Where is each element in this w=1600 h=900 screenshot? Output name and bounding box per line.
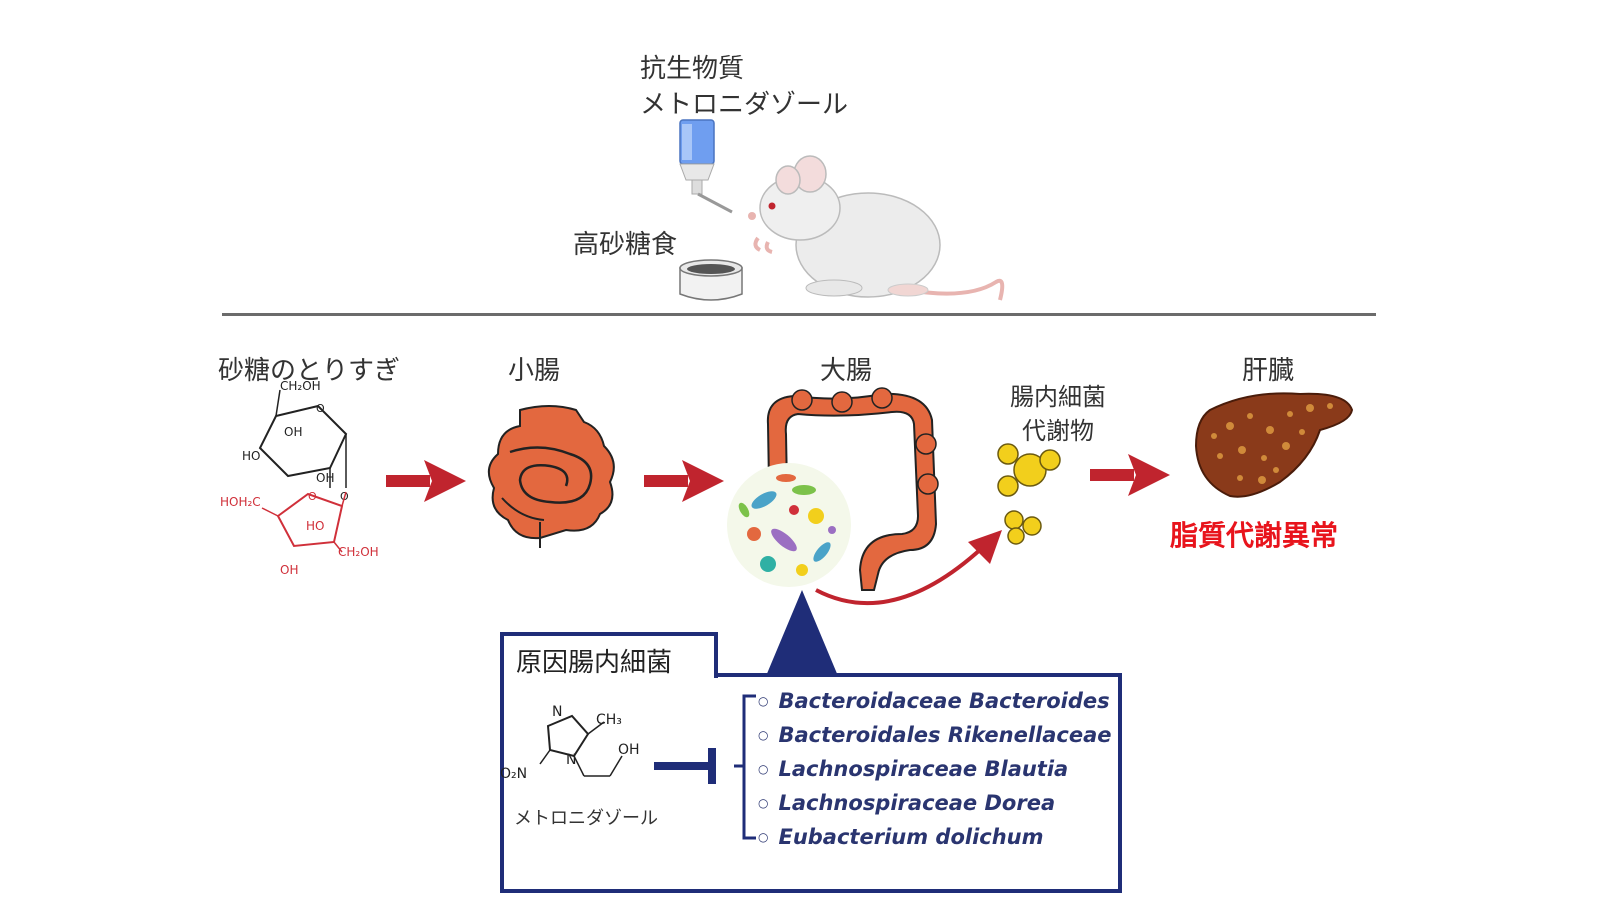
bacteria-list: ○ Bacteroidaceae Bacteroides ○ Bacteroid…	[758, 684, 1112, 854]
svg-text:O: O	[316, 402, 325, 415]
drug-group-1: N	[552, 704, 562, 720]
glucose-group-1: CH₂OH	[280, 379, 321, 393]
water-bottle-icon	[679, 119, 733, 214]
causative-bacteria-box	[500, 673, 1122, 893]
bacteria-name: Lachnospiraceae Blautia	[778, 757, 1069, 781]
food-bowl-icon	[679, 259, 743, 301]
metabolite-label-line1: 腸内細菌	[1010, 383, 1106, 411]
fatty-liver-illustration	[1194, 392, 1354, 498]
mouse-illustration	[748, 155, 1005, 301]
sucrose-structure: O CH₂OH OH HO OH O HOH₂C HO CH₂OH OH O	[220, 379, 379, 577]
bacteria-item: ○ Bacteroidaceae Bacteroides	[758, 684, 1112, 718]
bacteria-item: ○ Lachnospiraceae Blautia	[758, 752, 1112, 786]
metabolite-label-line2: 代謝物	[1022, 417, 1094, 445]
drug-group-3: OH	[618, 742, 640, 758]
large-intestine-label: 大腸	[820, 356, 873, 386]
glucose-group-3: HO	[242, 449, 260, 463]
bullet-icon: ○	[758, 728, 769, 742]
glucose-group-4: OH	[316, 471, 334, 485]
bullet-icon: ○	[758, 762, 769, 776]
metronidazole-structure: N CH₃ OH O₂N N	[500, 704, 640, 782]
arrow-small-to-large-intestine	[644, 460, 724, 502]
fructose-group-2: HO	[306, 519, 324, 533]
bullet-icon: ○	[758, 694, 769, 708]
gut-bacteria-cluster	[727, 463, 851, 587]
inhibition-icon	[654, 748, 716, 784]
bacteria-item: ○ Bacteroidales Rikenellaceae	[758, 718, 1112, 752]
bacteria-item: ○ Lachnospiraceae Dorea	[758, 786, 1112, 820]
bullet-icon: ○	[758, 830, 769, 844]
drug-group-2: CH₃	[596, 712, 622, 728]
arrow-sugar-to-small-intestine	[386, 460, 466, 502]
drug-label: メトロニダゾール	[514, 808, 658, 829]
arrow-metabolite-to-liver	[1090, 454, 1170, 496]
outcome-label: 脂質代謝異常	[1170, 519, 1339, 552]
bacteria-name: Eubacterium dolichum	[778, 825, 1044, 849]
antibiotic-label-line2: メトロニダゾール	[640, 90, 849, 120]
section-divider	[222, 313, 1376, 316]
svg-text:O: O	[308, 490, 317, 503]
fructose-group-1: HOH₂C	[220, 495, 261, 509]
large-intestine-illustration	[766, 387, 939, 591]
arrow-bacteria-to-metabolite	[815, 530, 1002, 606]
diet-label: 高砂糖食	[573, 230, 678, 260]
fructose-group-3: CH₂OH	[338, 545, 379, 559]
sugar-label: 砂糖のとりすぎ	[218, 356, 401, 386]
bacteria-item: ○ Eubacterium dolichum	[758, 820, 1112, 854]
metabolite-molecules	[997, 443, 1061, 545]
bacteria-name: Bacteroidales Rikenellaceae	[778, 723, 1112, 747]
drug-group-4: O₂N	[500, 766, 527, 782]
antibiotic-label-line1: 抗生物質	[640, 54, 745, 84]
fructose-group-4: OH	[280, 563, 298, 577]
glucose-group-2: OH	[284, 425, 302, 439]
small-intestine-label: 小腸	[508, 356, 561, 386]
causative-bacteria-tab: 原因腸内細菌	[500, 632, 718, 678]
liver-label: 肝臓	[1242, 356, 1295, 386]
bacteria-list-bracket	[734, 694, 756, 840]
bullet-icon: ○	[758, 796, 769, 810]
bacteria-name: Lachnospiraceae Dorea	[778, 791, 1056, 815]
bacteria-name: Bacteroidaceae Bacteroides	[778, 689, 1110, 713]
callout-pointer	[766, 590, 838, 676]
small-intestine-illustration	[487, 405, 615, 548]
drug-group-5: N	[566, 752, 576, 768]
